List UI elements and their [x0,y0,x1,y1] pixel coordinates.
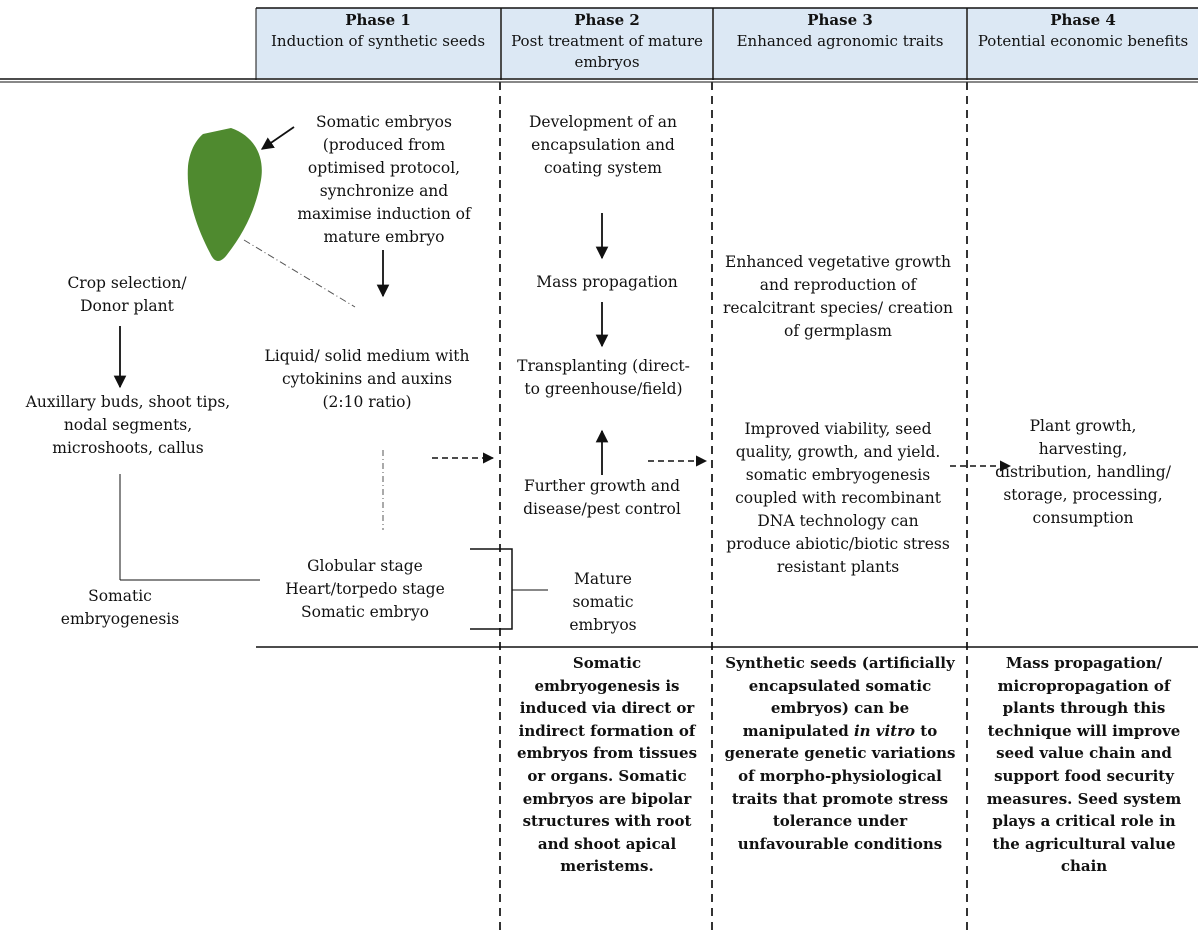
phase-1-subtitle: Induction of synthetic seeds [270,32,486,50]
phase-2-summary: Somatic embryogenesis is induced via dir… [516,654,698,876]
encapsulation-text: Development of an encapsulation and coat… [529,113,677,177]
phase-4-summary: Mass propagation/ micropropagation of pl… [986,654,1182,876]
plant-growth-text: Plant growth, harvesting, distribution, … [995,417,1171,527]
phase-2-subtitle: Post treatment of mature embryos [511,32,703,71]
leaf-icon [187,128,262,262]
phase-4-title: Phase 4 [1050,11,1116,29]
phase-3-subtitle: Enhanced agronomic traits [736,32,944,50]
somatic-embryos-text: Somatic embryos (produced from optimised… [297,113,471,246]
crop-selection-label: Crop selection/ Donor plant [67,274,187,315]
phase-3-header: Phase 3 Enhanced agronomic traits [714,8,966,78]
phase-4-header: Phase 4 Potential economic benefits [968,8,1198,78]
phase-2-header: Phase 2 Post treatment of mature embryos [502,8,712,78]
stage-heart-torpedo: Heart/torpedo stage [285,580,445,598]
phase-1-header: Phase 1 Induction of synthetic seeds [256,8,500,78]
phase-1-title: Phase 1 [345,11,411,29]
stage-globular: Globular stage [307,557,423,575]
transplanting-text: Transplanting (direct- to greenhouse/fie… [517,357,690,398]
phase-3-title: Phase 3 [807,11,873,29]
further-growth-text: Further growth and disease/pest control [523,477,681,518]
medium-text: Liquid/ solid medium with cytokinins and… [264,347,470,411]
phase-4-subtitle: Potential economic benefits [977,32,1189,50]
explants-label: Auxillary buds, shoot tips, nodal segmen… [25,393,231,457]
improved-viability-text: Improved viability, seed quality, growth… [726,420,950,576]
phase-3-summary: Synthetic seeds (artificially encapsulat… [722,652,958,855]
stage-somatic-embryo: Somatic embryo [301,603,429,621]
phase-3-summary-italic: in vitro [853,721,916,740]
phase-2-title: Phase 2 [574,11,640,29]
somatic-embryogenesis-label: Somatic embryogenesis [60,587,180,628]
enhanced-growth-text: Enhanced vegetative growth and reproduct… [722,253,954,340]
mature-embryos-text: Mature somatic embryos [569,570,637,634]
phase-3-summary-part1: Synthetic seeds (artificially encapsulat… [725,654,955,740]
phase-3-summary-part2: to generate genetic variations of morpho… [724,721,956,853]
mass-propagation-text: Mass propagation [536,273,678,291]
